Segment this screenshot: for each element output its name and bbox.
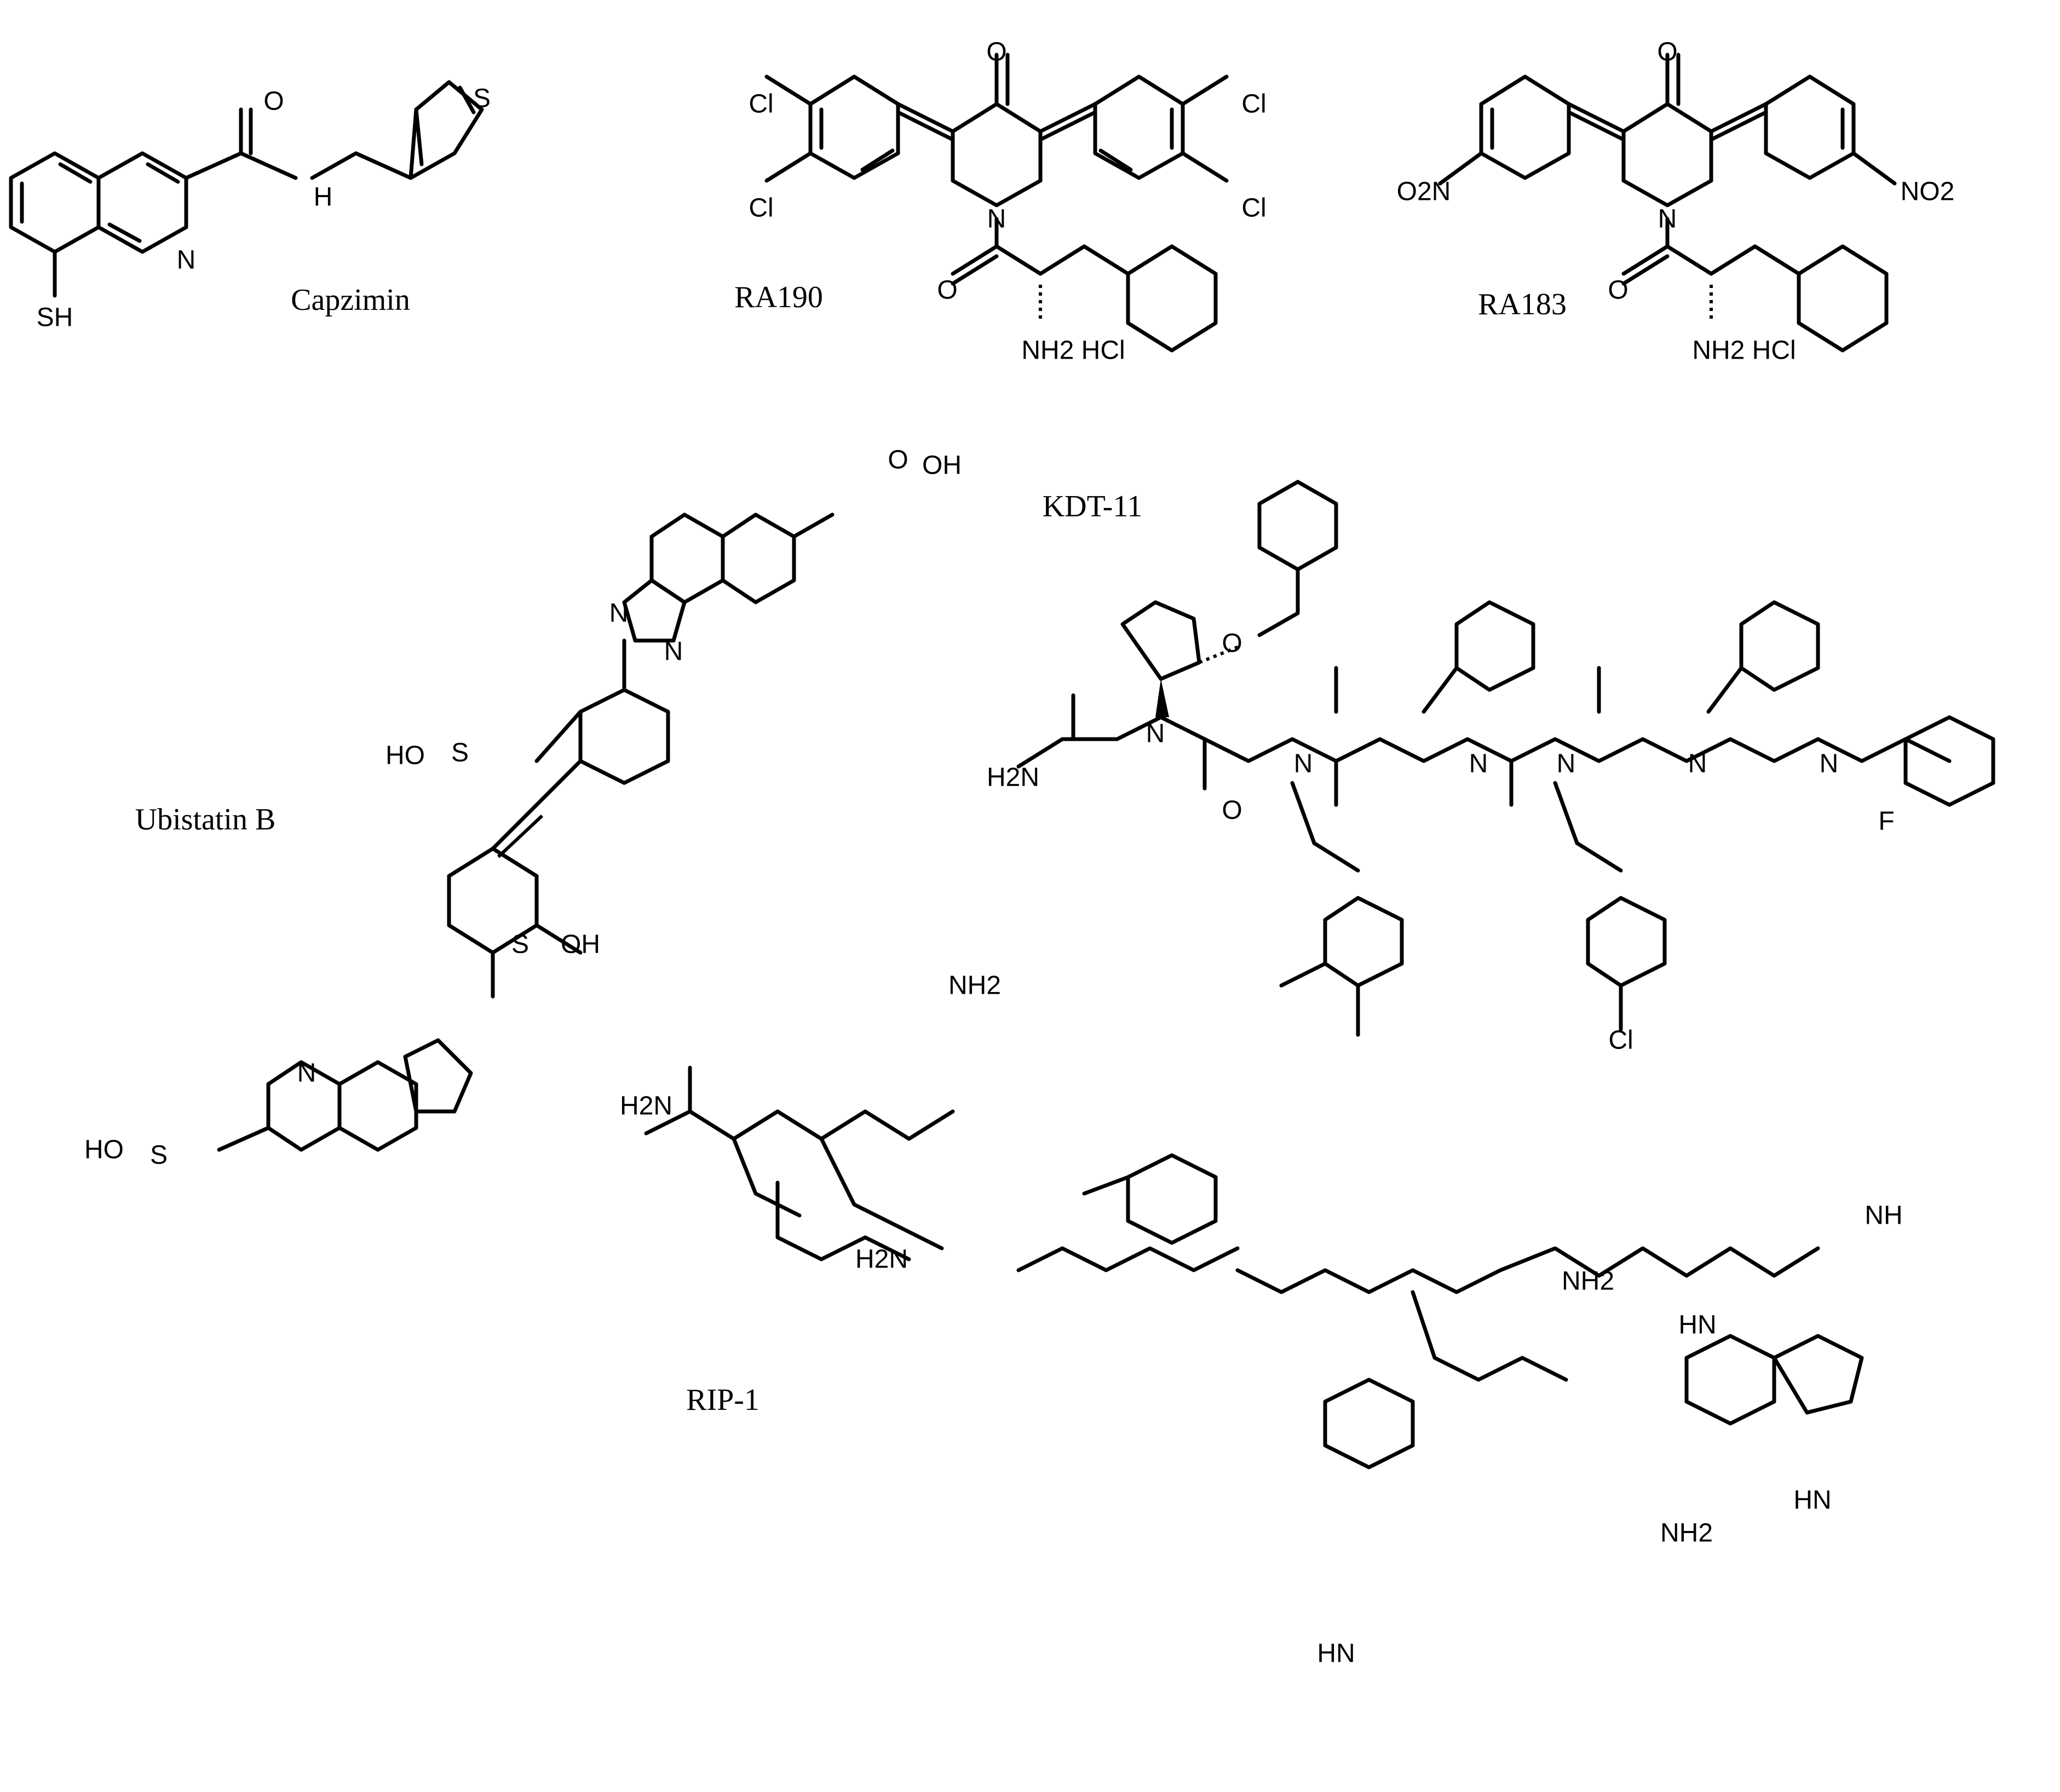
atom-nh2-hcl: NH2 HCl (1021, 336, 1125, 365)
atom-cl: Cl (1241, 194, 1266, 223)
structure-ra183 (1438, 53, 1897, 353)
structure-capzimin (9, 80, 484, 298)
atom-f: F (1878, 807, 1894, 836)
atom-s: S (511, 930, 529, 959)
label-ubistatin-b: Ubistatin B (135, 803, 276, 837)
atom-h2n: H2N (620, 1092, 672, 1121)
atom-n: N (664, 637, 683, 666)
atom-hn: HN (1678, 1311, 1716, 1340)
label-kdt-11: KDT-11 (1043, 489, 1143, 523)
atom-s: S (451, 739, 469, 768)
atom-h2n: H2N (855, 1245, 908, 1274)
atom-ho: HO (84, 1136, 124, 1165)
atom-cl: Cl (749, 194, 773, 223)
atom-nh: H (314, 183, 333, 212)
atom-n: N (177, 246, 196, 275)
structure-ra190 (764, 53, 1229, 353)
atom-no2: NO2 (1901, 177, 1955, 206)
atom-o: O (986, 38, 1006, 67)
label-capzimin: Capzimin (291, 283, 410, 317)
atom-nh2: NH2 (948, 971, 1001, 1000)
structure-kdt-11 (1016, 480, 1995, 1037)
atom-n: N (1469, 750, 1488, 779)
compound-names: Capzimin RA190 RA183 KDT-11 Ubistatin B … (135, 280, 1567, 1417)
atom-o: O (1222, 796, 1242, 825)
atom-cl: Cl (1241, 90, 1266, 119)
atom-nh2-hcl: NH2 HCl (1692, 336, 1796, 365)
atom-oh: OH (561, 930, 600, 959)
atom-o: O (1608, 276, 1628, 305)
atom-oh: OH (922, 451, 962, 480)
atom-n: N (297, 1059, 317, 1088)
atom-hn: HN (1317, 1639, 1355, 1668)
atom-cl: Cl (749, 90, 773, 119)
atom-o: O (888, 446, 908, 475)
atom-cl: Cl (1608, 1026, 1633, 1055)
atom-s: S (150, 1141, 168, 1170)
atom-n: N (1820, 750, 1839, 779)
atom-o: O (1657, 38, 1677, 67)
atom-n: N (987, 205, 1006, 234)
atom-sh: SH (37, 303, 73, 332)
atom-n: N (1146, 719, 1165, 748)
atom-n: N (1294, 750, 1313, 779)
atom-o: O (937, 276, 957, 305)
structure-ubistatin-b (217, 512, 835, 1152)
atom-ho: HO (385, 741, 425, 770)
atom-nh: NH (1865, 1201, 1902, 1230)
label-ra190: RA190 (734, 280, 823, 314)
atom-nh2: NH2 (1562, 1267, 1614, 1296)
atom-n: N (1658, 205, 1677, 234)
label-ra183: RA183 (1478, 287, 1567, 321)
atom-hn: HN (1793, 1486, 1831, 1515)
atom-n: N (1688, 750, 1707, 779)
label-rip-1: RIP-1 (686, 1383, 759, 1417)
atom-n: N (1557, 750, 1576, 779)
atom-nh2: NH2 (1660, 1519, 1713, 1548)
atom-s: S (473, 84, 491, 113)
atom-labels: O H N SH S O Cl Cl Cl Cl N O NH2 HCl O O… (37, 38, 1955, 1668)
atom-n: N (609, 599, 629, 628)
atom-o: O (1222, 629, 1242, 658)
structure-rip-1 (644, 1065, 1864, 1470)
atom-h2n: H2N (987, 763, 1039, 792)
atom-o2n: O2N (1397, 177, 1451, 206)
atom-o: O (263, 87, 284, 116)
